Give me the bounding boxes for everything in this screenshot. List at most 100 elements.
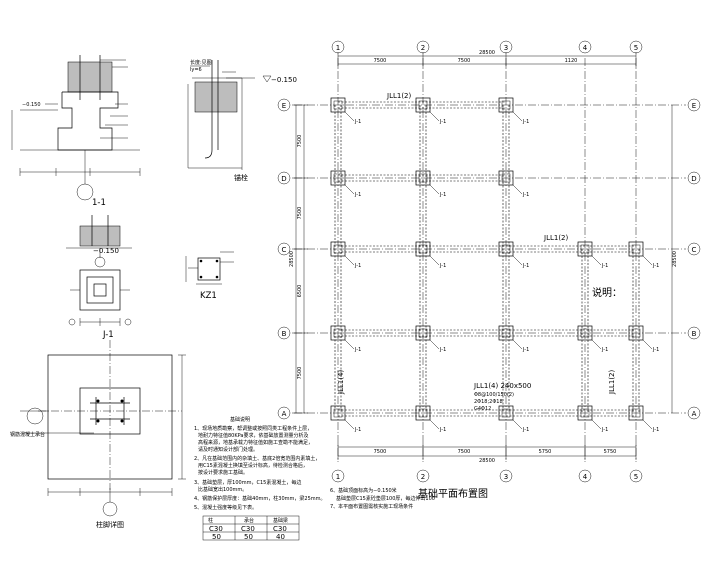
grid-bubble-col-bottom bbox=[416, 469, 430, 483]
dim-left: 7500 bbox=[297, 367, 303, 380]
grid-bubble-col-bottom bbox=[499, 469, 513, 483]
footing-label: J-1 bbox=[652, 347, 659, 353]
column-kz1 bbox=[580, 244, 590, 254]
footing-leader bbox=[344, 111, 355, 122]
footing-label: J-1 bbox=[354, 192, 361, 198]
j1-title: J-1 bbox=[102, 330, 114, 340]
dim-left: 6500 bbox=[297, 285, 303, 298]
note-4: 4、钢筋保护层厚度：基础40mm，柱30mm，梁25mm。 bbox=[194, 495, 326, 502]
grid-bubble-row-left bbox=[277, 171, 291, 185]
grid-label-col-top: 4 bbox=[583, 44, 588, 52]
grid-bubble-row-right bbox=[687, 242, 701, 256]
dim-overall-bottom: 28500 bbox=[479, 458, 495, 464]
grid-bubble-col-bottom bbox=[578, 469, 592, 483]
footing-leader bbox=[512, 255, 523, 266]
beam-label-right: JLL1(2) bbox=[608, 369, 616, 395]
grid-label-col-bottom: 4 bbox=[583, 473, 588, 481]
grid-bubble-row-right bbox=[687, 98, 701, 112]
footing-label: J-1 bbox=[522, 119, 529, 125]
column-kz1 bbox=[631, 244, 641, 254]
explanation-label: 说明： bbox=[592, 286, 622, 299]
column-kz1 bbox=[501, 328, 511, 338]
beam-spec-4: G4Φ12 bbox=[474, 406, 491, 412]
grid-label-row-right: C bbox=[692, 246, 697, 254]
grid-label-row-left: B bbox=[282, 330, 287, 338]
footing-leader bbox=[344, 419, 355, 430]
footing-label: J-1 bbox=[439, 347, 446, 353]
j1-detail bbox=[66, 215, 132, 326]
footing-label: J-1 bbox=[439, 263, 446, 269]
column-kz1 bbox=[418, 100, 428, 110]
column-kz1 bbox=[580, 328, 590, 338]
footing-label: J-1 bbox=[439, 427, 446, 433]
footing-leader bbox=[591, 255, 602, 266]
footing-j1 bbox=[577, 405, 593, 421]
footing-j1 bbox=[330, 405, 346, 421]
footing-leader bbox=[512, 111, 523, 122]
footing-j1 bbox=[330, 170, 346, 186]
table-h3: 基础梁 bbox=[273, 517, 288, 524]
grid-bubble-row-right bbox=[687, 406, 701, 420]
footing-leader bbox=[512, 419, 523, 430]
grid-bubble-row-left bbox=[277, 242, 291, 256]
note-2c: 按设计要求施工基础。 bbox=[198, 469, 248, 476]
grid-label-row-left: E bbox=[282, 102, 286, 110]
table-h2: 承台 bbox=[244, 517, 254, 524]
footing-label: J-1 bbox=[439, 192, 446, 198]
anchor-title: 锚栓 bbox=[234, 173, 248, 182]
plan-note-7: 7、本平面布置图需核实施工现场条件 bbox=[330, 503, 413, 510]
grid-bubble-row-left bbox=[277, 98, 291, 112]
kz1-section bbox=[185, 251, 234, 285]
footing-leader bbox=[429, 339, 440, 350]
footing-j1 bbox=[577, 325, 593, 341]
grid-label-row-left: C bbox=[282, 246, 287, 254]
dim-top: 7500 bbox=[458, 58, 471, 64]
column-kz1 bbox=[418, 173, 428, 183]
table-r2c3: 40 bbox=[276, 533, 285, 541]
footing-leader bbox=[591, 419, 602, 430]
footing-j1 bbox=[498, 97, 514, 113]
grid-bubble-row-right bbox=[687, 326, 701, 340]
footing-label: J-1 bbox=[652, 427, 659, 433]
footing-leader bbox=[344, 339, 355, 350]
anchor-spec: 长度:见图 bbox=[190, 59, 212, 66]
footing-label: J-1 bbox=[354, 347, 361, 353]
column-kz1 bbox=[333, 328, 343, 338]
beam-label-mid: JLL1(2) bbox=[543, 234, 569, 242]
note-3: 3、基础垫层，厚100mm，C15素混凝土，每边 bbox=[194, 479, 301, 486]
footing-leader bbox=[642, 255, 653, 266]
plan-note-6b: 基础垫层C15素砼垫层100厚，每边伸出100 bbox=[336, 495, 435, 502]
column-base-detail bbox=[20, 340, 186, 517]
column-kz1 bbox=[501, 100, 511, 110]
dim-left-total: 28500 bbox=[289, 251, 295, 267]
column-kz1 bbox=[580, 408, 590, 418]
anchor-spec-2: ly=6 bbox=[190, 67, 202, 73]
column-kz1 bbox=[501, 244, 511, 254]
footing-label: J-1 bbox=[601, 263, 608, 269]
footing-leader bbox=[344, 184, 355, 195]
grid-bubble-col-bottom bbox=[629, 469, 643, 483]
column-kz1 bbox=[333, 173, 343, 183]
dim-top: 7500 bbox=[374, 58, 387, 64]
dim-bottom: 5750 bbox=[539, 449, 552, 455]
footing-label: J-1 bbox=[439, 119, 446, 125]
note-1c: 高程来源，地基承载力特征值如施工查勘不能满足， bbox=[198, 439, 313, 446]
column-kz1 bbox=[631, 328, 641, 338]
beam-spec-3: 2Φ18;2Φ18 bbox=[474, 399, 503, 405]
plan-note-6: 6、基础顶面标高为−0.150米 bbox=[330, 487, 397, 494]
grid-bubble-row-left bbox=[277, 406, 291, 420]
column-kz1 bbox=[333, 244, 343, 254]
dim-right-total: 28500 bbox=[672, 251, 678, 267]
dim-left: 7500 bbox=[297, 207, 303, 220]
footing-leader bbox=[429, 111, 440, 122]
footing-leader bbox=[344, 255, 355, 266]
note-2b: 用C15素混凝土换填至设计标高，待检测合格后， bbox=[198, 462, 308, 469]
table-r1c2: C30 bbox=[241, 525, 255, 533]
base-title: 柱脚详图 bbox=[96, 520, 124, 529]
grid-label-col-top: 3 bbox=[504, 44, 508, 52]
grid-label-row-left: A bbox=[282, 410, 287, 418]
beam-label-left: JLL1(4) bbox=[337, 369, 345, 395]
footing-j1 bbox=[498, 170, 514, 186]
footing-j1 bbox=[498, 241, 514, 257]
footing-j1 bbox=[498, 325, 514, 341]
